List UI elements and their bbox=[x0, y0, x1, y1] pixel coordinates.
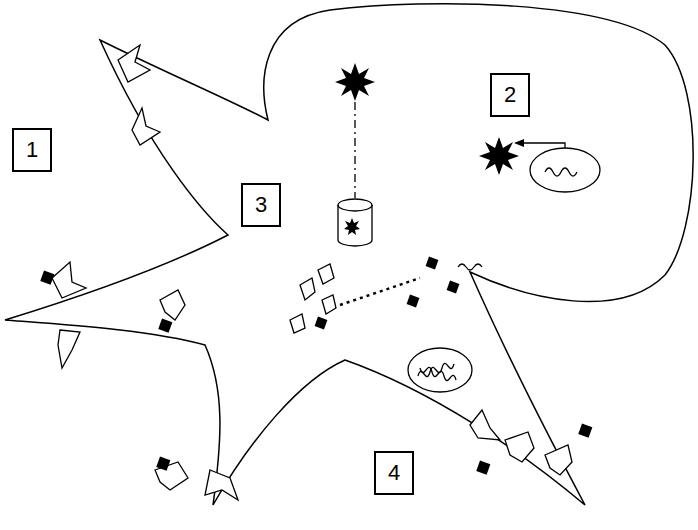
dotted-line bbox=[340, 278, 420, 305]
nucleus-lower bbox=[408, 348, 472, 392]
dash-dot-line bbox=[354, 102, 355, 198]
arrowhead bbox=[514, 139, 524, 147]
callout-box: 4 bbox=[374, 451, 414, 495]
mrna-squiggle bbox=[458, 264, 482, 270]
ligands bbox=[40, 257, 592, 475]
callout-number: 4 bbox=[388, 462, 400, 484]
callout-number: 1 bbox=[26, 139, 38, 161]
nucleus-upper bbox=[530, 148, 600, 192]
callout-box: 1 bbox=[12, 128, 52, 172]
callout-number: 2 bbox=[504, 84, 516, 106]
cell-outline bbox=[5, 4, 693, 505]
receptors bbox=[52, 45, 572, 500]
vesicle-cylinder bbox=[338, 199, 372, 246]
callout-box: 3 bbox=[241, 183, 281, 227]
synthesis-arrow bbox=[522, 143, 565, 148]
callout-box: 2 bbox=[490, 73, 530, 117]
callout-number: 3 bbox=[255, 194, 267, 216]
